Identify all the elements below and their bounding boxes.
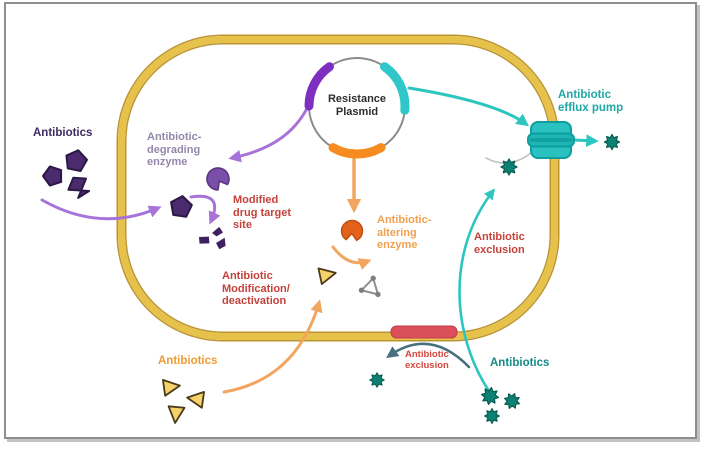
plasmid-purple-gene-arc (304, 62, 334, 111)
modified-porin-bar (390, 325, 458, 339)
slate-bounce-arrow (386, 342, 471, 369)
purple-entry-arrow (40, 198, 162, 221)
antibiotic-exclusion-outer-label: Antibiotic exclusion (405, 349, 449, 371)
orange-altering-arrow (331, 245, 372, 270)
teal-efflux-out-arrow (572, 134, 599, 147)
antibiotic-triangle-icons (162, 267, 337, 424)
modified-drug-target-label: Modified drug target site (233, 194, 292, 232)
broken-antibiotic-fragments-icon (199, 226, 226, 250)
altered-antibiotic-icon (358, 275, 381, 298)
altering-enzyme-icon (340, 219, 364, 242)
purple-degradation-arrow (189, 194, 221, 225)
resistance-plasmid-icon (304, 57, 410, 159)
antibiotics-bottom-label: Antibiotics (158, 355, 218, 367)
orange-entry-arrow (222, 299, 323, 394)
degrading-enzyme-label: Antibiotic- degrading enzyme (147, 131, 202, 169)
efflux-pump-label: Antibiotic efflux pump (558, 89, 624, 115)
plasmid-orange-gene-arc (328, 143, 386, 159)
antibiotic-star-icons (369, 133, 621, 424)
efflux-pump-icon (527, 121, 575, 159)
purple-plasmid-to-enzyme-arrow (228, 82, 319, 163)
antibiotics-left-label: Antibiotics (33, 127, 93, 139)
antibiotic-exclusion-inner-label: Antibiotic exclusion (474, 231, 525, 256)
resistance-plasmid-label: Resistance Plasmid (327, 93, 387, 118)
altering-enzyme-label: Antibiotic- altering enzyme (377, 214, 432, 252)
teal-exclusion-rise-arrow (458, 188, 495, 393)
teal-plasmid-to-pump-arrow (407, 86, 530, 127)
antibiotics-right-label: Antibiotics (490, 357, 550, 369)
plasmid-teal-gene-arc (380, 62, 410, 115)
degrading-enzyme-icon (206, 167, 230, 191)
antibiotic-pentagon-icons (42, 149, 193, 218)
modification-deactivation-label: Antibiotic Modification/ deactivation (222, 270, 290, 308)
bacterial-cell-membrane (118, 36, 558, 340)
